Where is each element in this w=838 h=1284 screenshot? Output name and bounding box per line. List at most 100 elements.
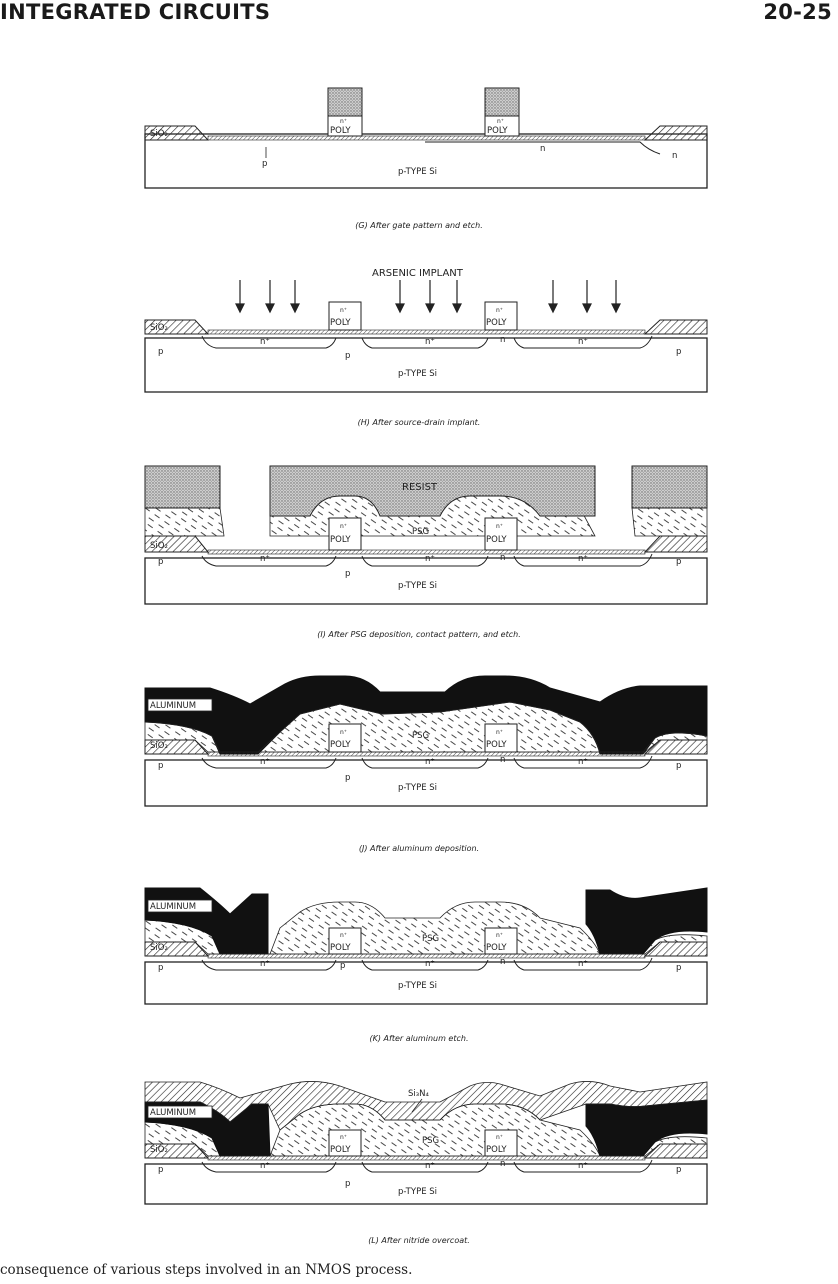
diagram-g: SiO₂ n⁺ POLY n⁺ POLY p n n p-TYPE Si: [140, 86, 712, 192]
label-p: p: [676, 761, 681, 771]
diagram-l-figure: ALUMINUM Si₃N₄ PSG SiO₂ n⁺ POLY n⁺ POLY …: [144, 1081, 708, 1205]
label-substrate: p-TYPE Si: [398, 369, 437, 379]
label-p: p: [158, 761, 163, 771]
caption-i: (I) After PSG deposition, contact patter…: [317, 630, 521, 639]
label-p: p: [345, 569, 350, 579]
label-psg: PSG: [422, 934, 439, 944]
caption-l: (L) After nitride overcoat.: [368, 1236, 470, 1245]
substrate: [144, 133, 708, 189]
poly-gate-2: [484, 301, 518, 331]
label-n-plus: n⁺: [578, 959, 588, 969]
label-n: n: [500, 957, 505, 967]
caption-j: (J) After aluminum deposition.: [358, 844, 480, 853]
poly-gate-2: [484, 927, 518, 955]
label-substrate: p-TYPE Si: [398, 783, 437, 793]
label-substrate: p-TYPE Si: [398, 981, 437, 991]
gate-oxide: [207, 1155, 646, 1161]
label-n-plus: n⁺: [496, 932, 503, 939]
aluminum-label-box: [147, 698, 213, 712]
label-n-plus: n⁺: [340, 729, 347, 736]
caption-g: (G) After gate pattern and etch.: [355, 221, 483, 230]
label-p: p: [158, 1165, 163, 1175]
gate-resist-1: [327, 87, 363, 117]
label-resist: RESIST: [402, 482, 438, 493]
source-region: [201, 1161, 337, 1173]
label-n-plus: n⁺: [578, 757, 588, 767]
poly-gate-1: [328, 927, 362, 955]
label-poly: POLY: [330, 1145, 351, 1155]
label-n-plus: n⁺: [260, 554, 270, 564]
gate-oxide: [207, 329, 646, 335]
label-si3n4: Si₃N₄: [408, 1089, 430, 1099]
poly-gate-2: [484, 723, 518, 753]
label-substrate: p-TYPE Si: [398, 1187, 437, 1197]
label-n-plus: n⁺: [340, 118, 347, 125]
label-n-plus: n⁺: [496, 307, 503, 314]
depletion-implant-boundary: [425, 141, 661, 155]
poly-gate-1: [328, 1129, 362, 1157]
poly-gate-2: [484, 115, 520, 137]
running-header: INTEGRATED CIRCUITS: [0, 0, 271, 24]
drain-region: [361, 337, 489, 349]
label-poly: POLY: [487, 126, 508, 136]
label-sio2: SiO₂: [150, 129, 168, 139]
label-n-plus: n⁺: [425, 757, 435, 767]
poly-gate-2: [484, 1129, 518, 1157]
diagram-g-figure: SiO₂ n⁺ POLY n⁺ POLY p n n p-TYPE Si: [144, 87, 708, 189]
label-n-plus: n⁺: [340, 523, 347, 530]
drain-region-2: [513, 335, 653, 349]
label-n-plus: n⁺: [578, 1161, 588, 1171]
label-n-plus: n⁺: [260, 337, 270, 347]
label-n-plus: n⁺: [340, 1134, 347, 1141]
label-p: p: [676, 557, 681, 567]
label-n-plus: n⁺: [340, 932, 347, 939]
diagram-i: RESIST PSG SiO₂ n⁺ POLY n⁺ POLY p n⁺ p n…: [140, 464, 712, 608]
label-psg: PSG: [412, 527, 429, 537]
label-arsenic-implant: ARSENIC IMPLANT: [372, 268, 464, 279]
label-p: p: [676, 1165, 681, 1175]
label-p: p: [158, 557, 163, 567]
label-poly: POLY: [330, 740, 351, 750]
label-n-plus: n⁺: [260, 757, 270, 767]
gate-resist-2: [484, 87, 520, 117]
label-n-plus: n⁺: [425, 1161, 435, 1171]
caption-h: (H) After source-drain implant.: [357, 418, 481, 427]
poly-gate-2: [484, 517, 518, 551]
label-p: p: [676, 963, 681, 973]
label-p: p: [345, 351, 350, 361]
label-n: n: [672, 151, 677, 161]
label-p: p: [345, 1179, 350, 1189]
resist-left: [144, 465, 221, 509]
label-aluminum: ALUMINUM: [150, 701, 196, 711]
psg-left: [144, 507, 225, 537]
drain-region-2: [513, 1159, 653, 1173]
label-poly: POLY: [486, 1145, 507, 1155]
label-n-plus: n⁺: [578, 554, 588, 564]
label-poly: POLY: [330, 943, 351, 953]
poly-gate-1: [328, 723, 362, 753]
label-poly: POLY: [486, 740, 507, 750]
drain-region: [361, 757, 489, 769]
label-sio2: SiO₂: [150, 943, 168, 953]
drain-region: [361, 959, 489, 971]
diagram-i-figure: RESIST PSG SiO₂ n⁺ POLY n⁺ POLY p n⁺ p n…: [144, 465, 708, 605]
drain-region-2: [513, 553, 653, 567]
diagram-h-figure: ARSENIC IMPLANT SiO₂ n⁺ POLY n⁺ POLY p n…: [144, 268, 708, 393]
label-p: p: [262, 159, 267, 169]
field-oxide-right: [643, 125, 708, 141]
aluminum-contact-right: [585, 887, 708, 955]
resist-right: [631, 465, 708, 509]
diagram-l: ALUMINUM Si₃N₄ PSG SiO₂ n⁺ POLY n⁺ POLY …: [140, 1080, 712, 1208]
drain-region: [361, 1161, 489, 1173]
label-n-plus: n⁺: [578, 337, 588, 347]
label-p: p: [158, 963, 163, 973]
field-oxide-right: [643, 319, 708, 335]
source-region: [201, 959, 337, 971]
source-region: [201, 555, 337, 567]
label-p: p: [345, 773, 350, 783]
poly-gate-1: [327, 115, 363, 137]
poly-gate-1: [328, 301, 362, 331]
label-poly: POLY: [486, 318, 507, 328]
label-n-plus: n⁺: [425, 337, 435, 347]
aluminum-label-box: [147, 1105, 213, 1119]
